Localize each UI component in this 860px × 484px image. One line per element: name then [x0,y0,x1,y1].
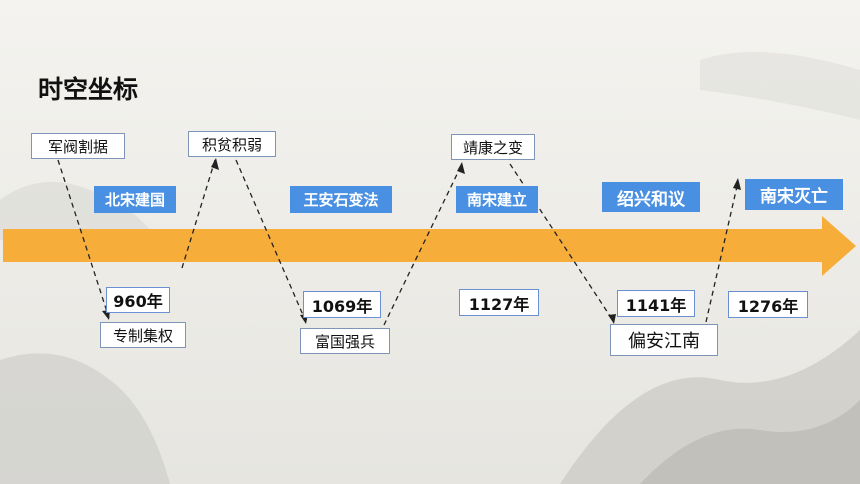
event-wang-anshi-reform: 王安石变法 [290,186,392,213]
year-1069: 1069年 [303,291,381,318]
label-poor-and-weak: 积贫积弱 [188,131,276,157]
year-960: 960年 [106,287,170,313]
event-southern-song-fall: 南宋灭亡 [745,179,843,210]
label-rich-country-strong-army: 富国强兵 [300,328,390,354]
label-jingkang-incident: 靖康之变 [451,134,535,160]
page-title: 时空坐标 [38,75,139,104]
label-southern-settlement: 偏安江南 [610,324,718,356]
year-1141: 1141年 [617,290,695,317]
event-southern-song-founding: 南宋建立 [456,186,538,213]
year-1127: 1127年 [459,289,539,316]
year-1276: 1276年 [728,291,808,318]
label-warlord-separatism: 军阀割据 [31,133,125,159]
event-northern-song-founding: 北宋建国 [94,186,176,213]
event-shaoxing-treaty: 绍兴和议 [602,182,700,212]
label-centralized-autocracy: 专制集权 [100,322,186,348]
